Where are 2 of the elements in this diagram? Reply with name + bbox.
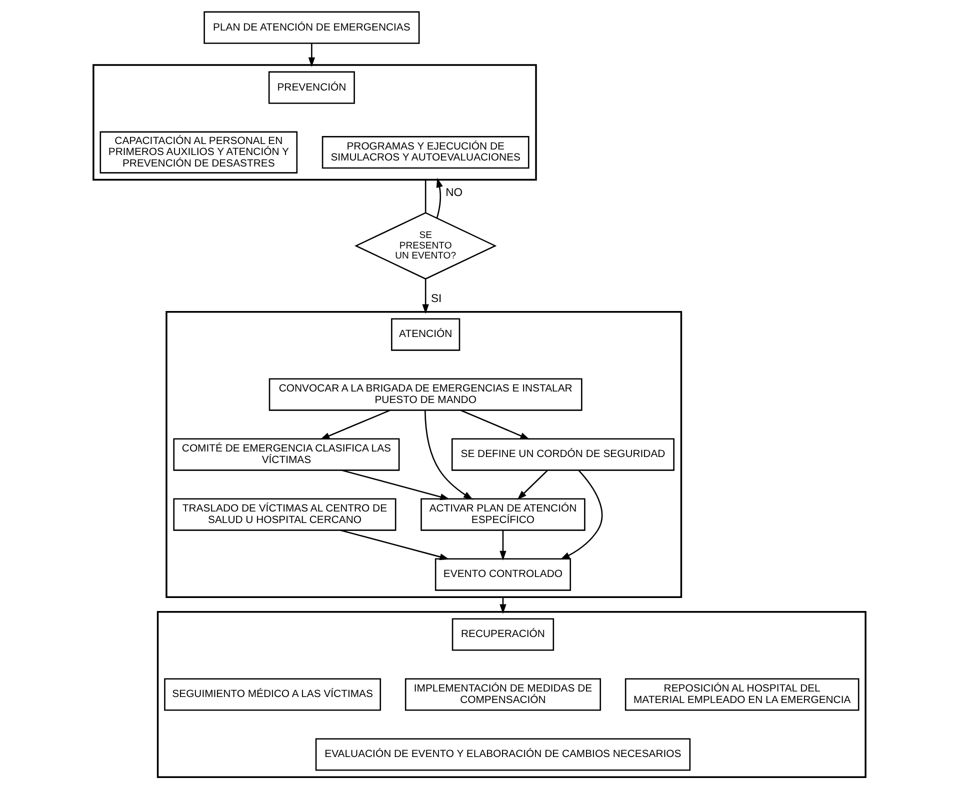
edge-label: SI (430, 292, 442, 305)
edge-label: NO (446, 186, 463, 199)
